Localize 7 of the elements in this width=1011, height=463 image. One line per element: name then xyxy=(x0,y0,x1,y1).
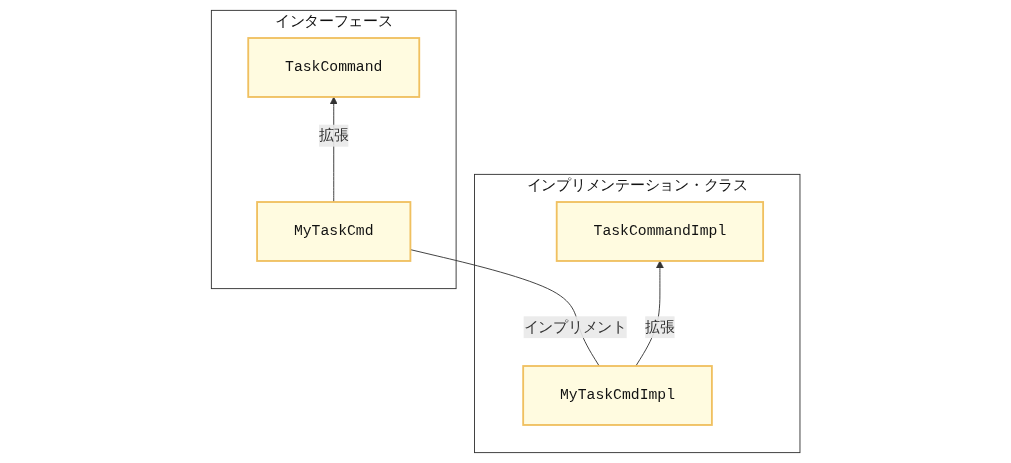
edge-label: インプリメント xyxy=(523,318,627,336)
node-box: TaskCommandImpl xyxy=(555,201,764,262)
node-box: TaskCommand xyxy=(247,37,420,98)
edge-label: 拡張 xyxy=(318,126,349,144)
node-box: MyTaskCmdImpl xyxy=(522,365,713,426)
node-box: MyTaskCmd xyxy=(256,201,412,262)
edge-label: 拡張 xyxy=(645,318,675,336)
